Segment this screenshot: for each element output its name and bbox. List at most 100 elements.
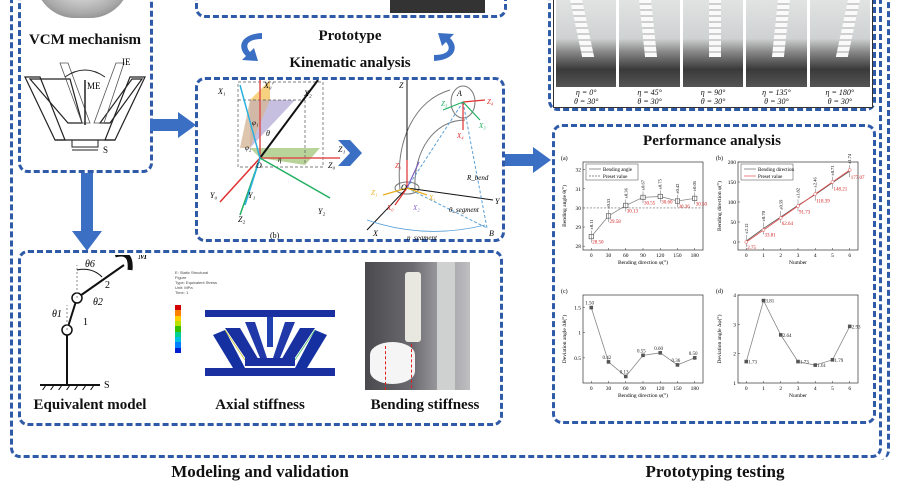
bending-stiffness-label: Bending stiffness <box>370 397 480 413</box>
x-tick-label: 1 <box>762 253 765 259</box>
data-label: 1.79 <box>834 359 843 364</box>
moment-label: M <box>137 255 148 262</box>
svg-text:η: η <box>278 156 282 164</box>
fea-legend-swatch <box>175 315 181 321</box>
y-axis-label: Deviation angle Δφ(°) <box>716 314 723 363</box>
svg-text:X₀': X₀' <box>263 81 274 90</box>
svg-text:X₂: X₂ <box>412 204 420 212</box>
data-point <box>778 333 783 337</box>
data-label: 29.58 <box>610 220 622 225</box>
data-label: 0.60 <box>654 347 663 352</box>
panel-label: (c) <box>561 288 568 295</box>
vcm-panel <box>18 0 153 173</box>
data-point <box>830 358 835 362</box>
svg-text:Z₃: Z₃ <box>441 100 448 108</box>
error-label: ±0.59 <box>778 199 783 210</box>
y-tick-label: 200 <box>728 160 737 166</box>
vcm-photo <box>35 0 130 18</box>
prototype-photo-image <box>619 0 680 87</box>
svg-text:η_segment: η_segment <box>407 234 438 240</box>
x-tick-label: 3 <box>797 386 800 392</box>
performance-panel <box>552 124 876 424</box>
data-point <box>813 363 818 367</box>
y-tick-label: 29 <box>576 225 582 231</box>
svg-text:Z₀: Z₀ <box>395 162 402 170</box>
data-label: 0.13 <box>620 370 629 375</box>
legend-label: Bending direction <box>758 168 794 173</box>
data-point <box>813 192 817 196</box>
svg-text:O: O <box>256 161 262 170</box>
fea-legend-swatch <box>175 336 181 343</box>
y-tick-label: 31 <box>576 187 582 193</box>
x-tick-label: 120 <box>656 253 665 259</box>
prototype-testing-panel <box>548 0 876 111</box>
x-axis-label: Number <box>789 260 807 266</box>
y-tick-label: 100 <box>728 200 737 206</box>
cycle-arrow-right-icon <box>434 33 455 61</box>
data-label: 30.55 <box>644 201 656 206</box>
error-label: ±1.82 <box>796 188 801 198</box>
fea-legend-swatch <box>175 310 181 316</box>
fea-color-legend <box>175 305 181 353</box>
fea-legend-swatch <box>175 342 181 348</box>
data-point <box>796 359 800 364</box>
prototype-photo-image <box>556 0 617 87</box>
panel-label: (d) <box>716 288 723 295</box>
prototype-photo-cell: η = 0°θ = 30° <box>556 0 617 106</box>
y-axis-label: Bending direction φ(°) <box>716 181 723 231</box>
svg-text:X₃: X₃ <box>478 122 486 130</box>
performance-label: Performance analysis <box>643 133 781 149</box>
data-label: 2.75 <box>747 246 756 251</box>
error-label: ±0.42 <box>675 184 680 194</box>
svg-text:φ₁: φ₁ <box>252 119 258 127</box>
data-label: 33.81 <box>765 233 777 238</box>
data-point <box>779 216 783 220</box>
arrow-kinematic-to-performance-icon <box>505 147 551 173</box>
data-label: 30.13 <box>627 209 639 214</box>
data-label: 2.93 <box>852 325 861 330</box>
fea-legend-swatch <box>175 347 181 353</box>
x-tick-label: 5 <box>831 253 834 259</box>
error-label: ±0.36 <box>623 187 628 198</box>
arrow-vcm-to-equivalent-icon <box>72 173 102 251</box>
x-tick-label: 4 <box>814 253 817 259</box>
photo-theta-label: θ = 30° <box>573 97 599 106</box>
photo-eta-label: η = 135° <box>762 88 791 97</box>
svg-text:1: 1 <box>83 317 88 328</box>
svg-text:O: O <box>401 183 407 192</box>
equivalent-model-diagram: M θ6 θ2 θ1 1 2 S <box>40 255 148 390</box>
kinematic-left-diagram: X₀' X₁ X₂ Z₁ Z₀ Y₀ Y₁ Z₂ Y₂ O θ φ₁ φ₂ η … <box>210 80 345 240</box>
series-line <box>745 299 851 366</box>
axial-stiffness-label: Axial stiffness <box>215 397 305 413</box>
photo-theta-label: θ = 30° <box>700 97 726 106</box>
y-tick-label: 32 <box>576 168 582 174</box>
data-label: 148.21 <box>833 188 847 193</box>
y-tick-label: 50 <box>731 220 737 226</box>
error-label: ±0.71 <box>830 165 835 175</box>
svg-text:Z₁: Z₁ <box>371 189 377 197</box>
prototype-label: Prototype <box>318 28 382 44</box>
photo-eta-label: η = 45° <box>637 88 662 97</box>
svg-text:θ2: θ2 <box>93 297 103 308</box>
svg-text:θ_segment: θ_segment <box>449 206 480 214</box>
svg-text:φ₂: φ₂ <box>245 144 252 152</box>
vcm-ie-label: IE <box>122 57 131 67</box>
x-tick-label: 150 <box>673 386 682 392</box>
y-axis-label: Deviation angle Δθ(°) <box>561 315 568 364</box>
data-label: 62.64 <box>782 222 794 227</box>
svg-text:S: S <box>104 380 110 390</box>
data-label: 118.39 <box>816 200 830 205</box>
svg-text:θ6: θ6 <box>85 259 95 270</box>
kinematic-arrow-icon <box>338 140 362 166</box>
arrow-vcm-to-kinematic-icon <box>150 112 196 138</box>
data-label: 3.81 <box>766 300 775 305</box>
data-label: 0.55 <box>637 349 646 354</box>
fea-legend-swatch <box>175 305 181 311</box>
error-label: ±0.11 <box>589 219 594 229</box>
data-label: 30.36 <box>678 205 690 210</box>
bending-stiffness-photo <box>365 262 470 390</box>
data-point <box>658 351 663 355</box>
svg-text:Z₀: Z₀ <box>328 161 335 170</box>
